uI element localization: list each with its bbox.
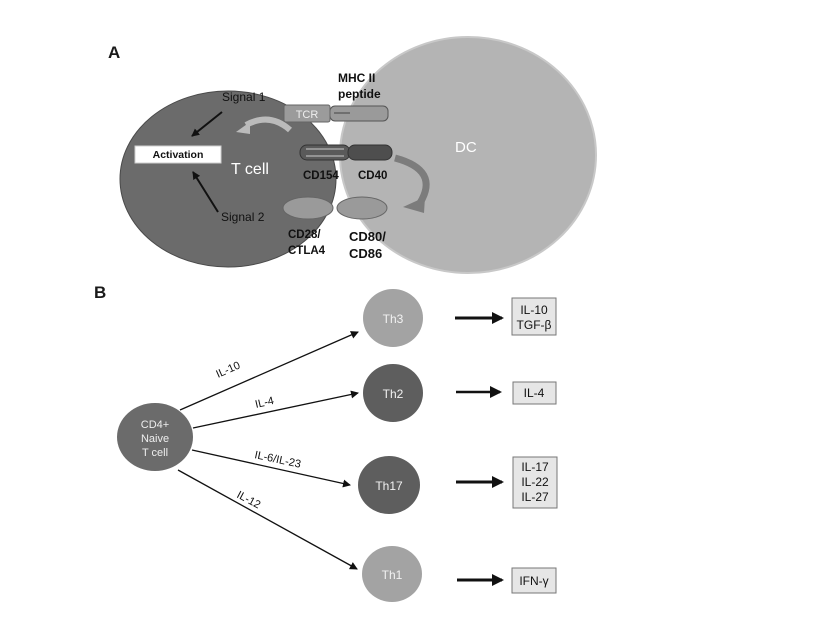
arrow-to-th1 <box>177 469 358 570</box>
cd28-label-line2: CTLA4 <box>288 245 326 257</box>
cd80-label-line2: CD86 <box>349 246 382 261</box>
activation-label: Activation <box>153 149 204 161</box>
cd40-curve-arrow <box>394 154 430 205</box>
t-cell <box>119 90 337 268</box>
mhc-ii-receptor <box>329 105 389 122</box>
t-cell-label: T cell <box>231 161 269 178</box>
input-cytokine-th1: IL-12 <box>235 489 263 511</box>
th2-cell <box>363 364 423 422</box>
signal-1-label: Signal 1 <box>222 90 266 104</box>
th17-output-1: IL-17 <box>521 460 549 474</box>
th17-label: Th17 <box>375 479 403 493</box>
th17-output-3: IL-27 <box>521 490 549 504</box>
th2-label: Th2 <box>383 387 404 401</box>
th3-output-2: TGF-β <box>517 318 552 332</box>
cd40-curve-arrowhead <box>403 197 425 213</box>
input-cytokine-th3: IL-10 <box>214 360 242 381</box>
input-cytokine-th17: IL-6/IL-23 <box>253 449 302 471</box>
th1-output-box <box>511 567 557 594</box>
th17-output-box <box>512 456 558 509</box>
cd154-label: CD154 <box>303 170 339 182</box>
signal-2-label: Signal 2 <box>221 210 265 224</box>
naive-label-line1: CD4+ <box>141 419 169 431</box>
th3-output-box <box>511 297 557 336</box>
naive-cd4-t-cell <box>117 403 193 471</box>
tcr-receptor <box>283 104 331 123</box>
th17-output-2: IL-22 <box>521 475 549 489</box>
th2-output-box <box>512 381 557 405</box>
activation-box <box>134 145 222 164</box>
cd40-label: CD40 <box>358 170 387 182</box>
th3-output-1: IL-10 <box>520 303 548 317</box>
tcr-label: TCR <box>296 109 319 121</box>
th1-label: Th1 <box>382 568 403 582</box>
th2-output-1: IL-4 <box>524 386 545 400</box>
signal-2-arrow <box>192 171 219 213</box>
dc-label: DC <box>455 139 477 156</box>
naive-label-line3: T cell <box>142 447 168 459</box>
th3-label: Th3 <box>383 312 404 326</box>
cd80-label-line1: CD80/ <box>349 229 386 244</box>
naive-label-line2: Naive <box>141 433 169 445</box>
th3-cell <box>363 289 423 347</box>
mhc-label-line1: MHC II <box>338 71 375 85</box>
signal-1-arrow <box>191 111 223 137</box>
arrow-to-th2 <box>192 390 359 429</box>
th1-cell <box>362 546 422 602</box>
arrow-to-th3 <box>179 331 359 411</box>
mhc-label-line2: peptide <box>338 87 381 101</box>
input-cytokine-th2: IL-4 <box>254 395 275 411</box>
cd28-label-line1: CD28/ <box>288 229 321 241</box>
cd80-receptor <box>336 196 388 220</box>
cd28-receptor <box>282 196 334 220</box>
cd154-cd40-pair <box>299 144 393 161</box>
panel-b-label: B <box>94 283 106 302</box>
panel-a-label: A <box>108 43 120 62</box>
arrow-to-th17 <box>191 449 351 488</box>
tcr-signal-arrowhead <box>236 122 250 134</box>
th1-output-1: IFN-γ <box>519 574 548 588</box>
th17-cell <box>358 456 420 514</box>
